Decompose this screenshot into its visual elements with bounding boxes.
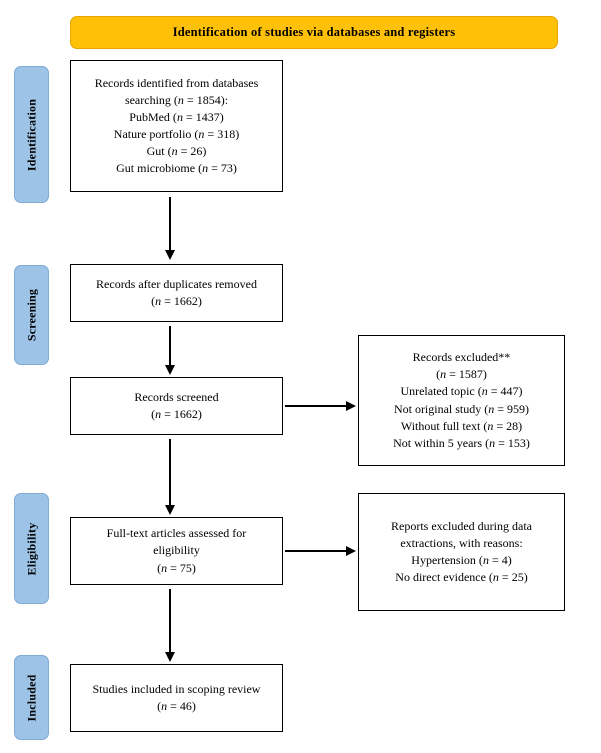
arrow-shaft (169, 439, 171, 505)
arrow-fulltext-to-included (160, 589, 180, 662)
arrow-shaft (169, 589, 171, 652)
box-duplicates-removed: Records after duplicates removed(n = 166… (70, 264, 283, 322)
arrow-head (165, 652, 175, 662)
stage-label-eligibility: Eligibility (14, 493, 49, 604)
arrow-shaft (285, 550, 346, 552)
arrow-duplicates-to-screened (160, 326, 180, 375)
arrow-identified-to-duplicates (160, 197, 180, 260)
arrow-head (165, 505, 175, 515)
stage-label-included: Included (14, 655, 49, 740)
arrow-shaft (169, 197, 171, 250)
stage-label-identification-text: Identification (24, 98, 38, 171)
arrow-head (346, 546, 356, 556)
box-duplicates-removed-text: Records after duplicates removed(n = 166… (96, 276, 257, 308)
arrow-head (165, 365, 175, 375)
stage-label-screening: Screening (14, 265, 49, 365)
stage-label-identification: Identification (14, 66, 49, 203)
arrow-shaft (285, 405, 346, 407)
box-studies-included-text: Studies included in scoping review(n = 4… (92, 681, 261, 713)
arrow-shaft (169, 326, 171, 365)
arrow-screened-to-excluded (285, 396, 356, 416)
box-records-excluded: Records excluded**(n = 1587)Unrelated to… (358, 335, 565, 466)
arrow-head (346, 401, 356, 411)
box-records-excluded-text: Records excluded**(n = 1587)Unrelated to… (393, 350, 530, 450)
diagram-header-banner: Identification of studies via databases … (70, 16, 558, 49)
arrow-head (165, 250, 175, 260)
arrow-screened-to-fulltext (160, 439, 180, 515)
box-records-screened-text: Records screened(n = 1662) (134, 389, 219, 421)
arrow-fulltext-to-reports-excluded (285, 541, 356, 561)
box-records-screened: Records screened(n = 1662) (70, 377, 283, 435)
diagram-title: Identification of studies via databases … (172, 25, 456, 39)
box-studies-included: Studies included in scoping review(n = 4… (70, 664, 283, 732)
stage-label-included-text: Included (24, 674, 38, 721)
stage-label-eligibility-text: Eligibility (24, 522, 38, 575)
stage-label-screening-text: Screening (24, 288, 38, 342)
